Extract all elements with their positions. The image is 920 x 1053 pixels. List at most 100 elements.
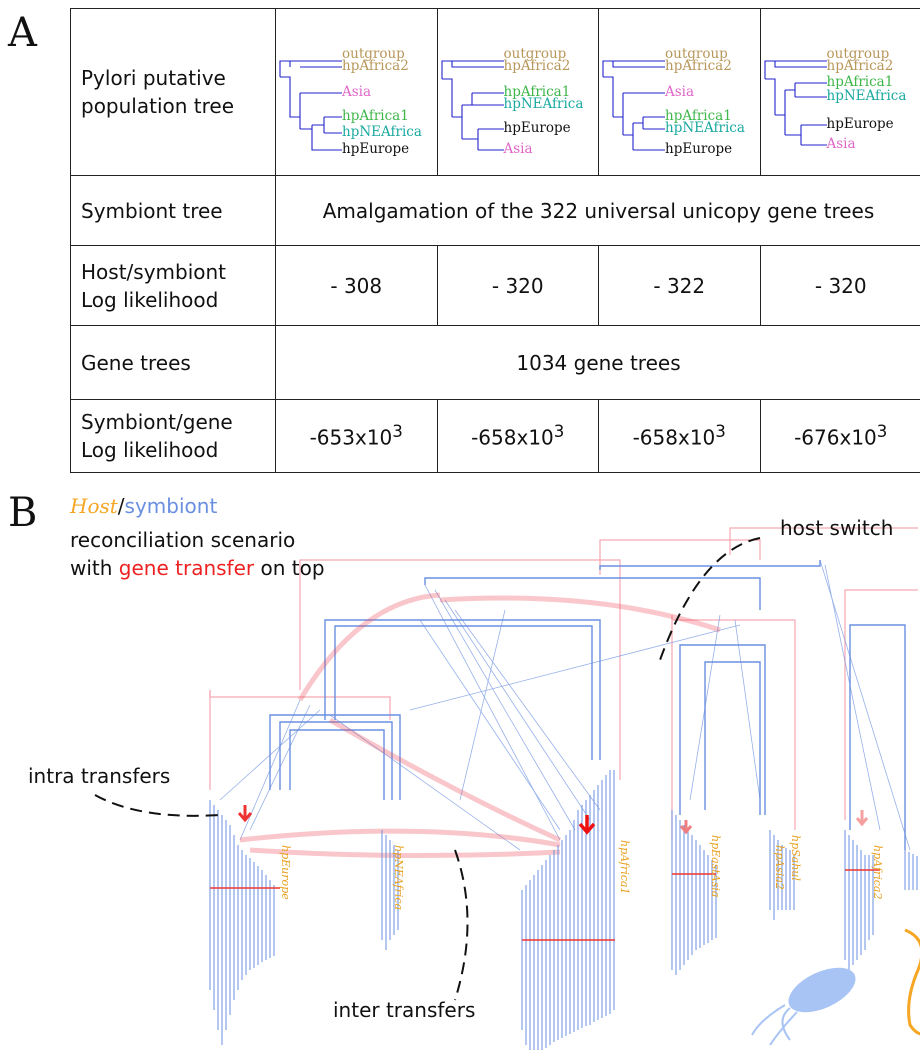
stomach-icon <box>904 928 920 1036</box>
tree-edge <box>763 60 827 146</box>
ll-base: -658x10 <box>471 425 554 450</box>
tree-leaf-label: Asia <box>503 141 533 157</box>
tree-leaf-label: hpAfrica2 <box>342 58 409 74</box>
tree-leaf-label: outgroup <box>665 46 728 62</box>
sym-gene-ll-value: -676x103 <box>759 399 920 473</box>
annotation-leaders <box>94 537 761 1001</box>
tree-edge <box>279 60 342 151</box>
sym-gene-ll-value: -653x103 <box>275 399 438 473</box>
clade-label: hpEurope <box>279 845 292 900</box>
ll-base: -658x10 <box>632 425 716 450</box>
row-label-line: Pylori putative <box>81 66 226 90</box>
row-label-line: Log likelihood <box>81 438 219 462</box>
tree-leaf-label: hpNEAfrica <box>665 120 745 136</box>
row-label-line: population tree <box>81 94 235 118</box>
annotation-inter-transfers: inter transfers <box>333 998 476 1022</box>
annotation-host-switch: host switch <box>780 516 894 540</box>
host-tree-frames <box>209 527 918 840</box>
tree-branches <box>279 60 342 151</box>
gene-trees-value: 1034 gene trees <box>275 325 920 400</box>
row-header-symbiont-tree: Symbiont tree <box>70 175 276 246</box>
legend-symbiont: symbiont <box>124 494 218 518</box>
tree-leaf-label: hpEurope <box>665 141 733 157</box>
host-ll-value: - 320 <box>759 245 920 326</box>
row-header-host-ll: Host/symbiont Log likelihood <box>70 245 276 326</box>
row-label-line: Host/symbiont <box>81 259 227 284</box>
arrow-down-icon <box>578 815 596 835</box>
clade-label: hpSahul <box>789 835 802 881</box>
panel-b-label: B <box>8 490 38 536</box>
row-label-line: Symbiont/gene <box>81 410 233 434</box>
arrow-down-icon <box>679 820 693 835</box>
row-header-population-tree: Pylori putative population tree <box>70 8 276 176</box>
clade-label: hpNEAfrica <box>392 845 405 911</box>
tree-leaf-label: outgroup <box>342 46 405 62</box>
tree-leaf-label: outgroup <box>503 46 567 62</box>
legend-line-3: with gene transfer on top <box>70 556 325 580</box>
legend-sep: / <box>117 494 125 518</box>
symbiont-leaf-lines <box>219 559 911 851</box>
tree-leaf-label: outgroup <box>826 46 890 62</box>
legend-line-2: reconciliation scenario <box>70 528 296 552</box>
sym-gene-ll-value: -658x103 <box>436 399 599 473</box>
tree-branches <box>602 60 665 151</box>
ll-exponent: 3 <box>715 422 726 442</box>
row-header-gene-trees: Gene trees <box>70 325 276 400</box>
tree-leaf-label: hpAfrica1 <box>826 74 894 90</box>
transfer-arrows <box>237 805 869 835</box>
tree-leaf-label: hpAfrica2 <box>503 58 571 74</box>
symbiont-tree-value: Amalgamation of the 322 universal unicop… <box>275 175 920 246</box>
clade-label: hpEastAsia <box>709 835 722 898</box>
tree-leaf-label: hpAfrica2 <box>665 58 732 74</box>
host-ll-value: - 322 <box>598 245 761 326</box>
row-header-sym-gene-ll: Symbiont/gene Log likelihood <box>70 399 276 473</box>
host-ll-value: - 320 <box>436 245 599 326</box>
ll-exponent: 3 <box>392 422 403 442</box>
red-baselines <box>210 869 880 941</box>
ll-base: -653x10 <box>309 425 393 450</box>
ll-base: -676x10 <box>794 425 877 450</box>
legend-host: Host <box>70 494 118 518</box>
clade-label: hpAfrica2 <box>871 845 884 900</box>
tree-branches <box>440 60 504 151</box>
clade-label: hpAfrica1 <box>618 840 631 895</box>
legend-text: with <box>70 556 119 580</box>
tree-leaf-label: hpEurope <box>826 116 894 132</box>
tree-leaf-label: hpEurope <box>342 141 410 157</box>
panel-a-label: A <box>8 10 37 56</box>
bacterium-icon <box>751 967 856 1046</box>
annotation-intra-transfers: intra transfers <box>28 764 171 788</box>
ll-exponent: 3 <box>553 422 565 442</box>
leaf-columns <box>209 770 918 1050</box>
tree-leaf-label: Asia <box>826 136 856 152</box>
comparison-table: Pylori putative population tree outgroup… <box>70 8 920 473</box>
tree-edge <box>440 60 504 151</box>
legend-transfer: gene transfer <box>118 556 255 580</box>
ll-exponent: 3 <box>876 422 888 442</box>
host-ll-value: - 308 <box>275 245 438 326</box>
tree-leaf-label: hpAfrica1 <box>503 84 571 100</box>
reconciliation-diagram <box>94 527 920 1050</box>
tree-leaf-label: hpAfrica1 <box>665 108 732 124</box>
tree-edge <box>602 60 665 151</box>
arrow-down-icon <box>855 810 869 827</box>
tree-leaf-label: hpEurope <box>503 120 571 136</box>
arrow-down-icon <box>237 805 253 823</box>
tree-leaf-label: Asia <box>665 84 695 100</box>
tree-leaf-label: hpAfrica2 <box>826 58 894 74</box>
row-label-line: Log likelihood <box>81 287 219 312</box>
sym-gene-ll-value: -658x103 <box>598 399 761 473</box>
tree-leaf-label: hpNEAfrica <box>342 124 422 140</box>
clade-label: hpAsia2 <box>773 845 786 890</box>
tree-leaf-label: hpAfrica1 <box>342 108 409 124</box>
tree-leaf-label: hpNEAfrica <box>826 88 907 104</box>
tree-leaf-label: hpNEAfrica <box>503 96 584 112</box>
